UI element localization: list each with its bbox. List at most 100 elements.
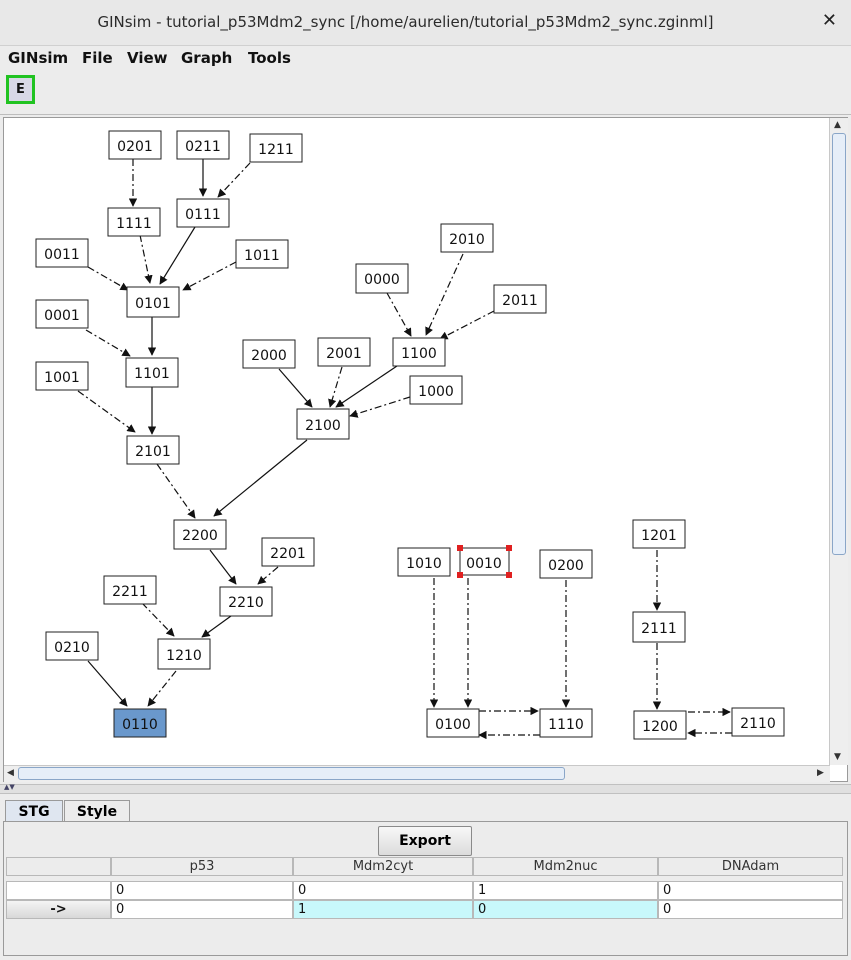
- node[interactable]: 2100: [296, 408, 350, 440]
- node[interactable]: 2201: [261, 537, 315, 567]
- collapse-up-icon[interactable]: ▲▼: [4, 783, 15, 791]
- svg-text:0201: 0201: [117, 139, 153, 155]
- svg-text:1100: 1100: [401, 346, 437, 362]
- svg-text:2210: 2210: [228, 595, 264, 611]
- node[interactable]: 1211: [249, 133, 303, 163]
- svg-text:0110: 0110: [122, 717, 158, 733]
- title-bar: GINsim - tutorial_p53Mdm2_sync [/home/au…: [0, 0, 851, 46]
- node[interactable]: 1110: [539, 708, 593, 738]
- node[interactable]: 1101: [125, 357, 179, 388]
- export-button[interactable]: Export: [378, 826, 472, 856]
- scroll-right-icon[interactable]: ▶: [817, 768, 824, 778]
- menu-graph[interactable]: Graph: [181, 49, 233, 67]
- node[interactable]: 0200: [539, 549, 593, 579]
- node[interactable]: 1001: [35, 361, 89, 391]
- column-header-dnadam: DNAdam: [658, 857, 843, 876]
- table-cell-highlighted[interactable]: 0: [473, 900, 658, 919]
- svg-text:1111: 1111: [116, 216, 152, 232]
- node[interactable]: 2001: [317, 337, 371, 367]
- node[interactable]: 2210: [219, 586, 273, 617]
- node[interactable]: 2200: [173, 519, 227, 550]
- svg-text:1201: 1201: [641, 528, 677, 544]
- menu-bar: GINsim File View Graph Tools: [0, 46, 851, 70]
- menu-tools[interactable]: Tools: [248, 49, 291, 67]
- svg-text:2111: 2111: [641, 621, 677, 637]
- vertical-scroll-thumb[interactable]: [832, 133, 846, 555]
- svg-text:2010: 2010: [449, 232, 485, 248]
- node[interactable]: 2101: [126, 435, 180, 465]
- split-pane-divider[interactable]: ▲▼: [0, 783, 851, 794]
- node[interactable]: 2011: [493, 284, 547, 314]
- svg-text:2001: 2001: [326, 346, 362, 362]
- node[interactable]: 0001: [35, 299, 89, 329]
- svg-text:1110: 1110: [548, 717, 584, 733]
- svg-text:1210: 1210: [166, 648, 202, 664]
- node[interactable]: 0110: [113, 708, 167, 738]
- node[interactable]: 1210: [157, 638, 211, 670]
- node[interactable]: 0011: [35, 238, 89, 268]
- svg-text:1200: 1200: [642, 719, 678, 735]
- node[interactable]: 0111: [176, 198, 230, 228]
- table-cell[interactable]: 0: [293, 881, 473, 900]
- state-transition-graph[interactable]: 0201 0211 1211 1111 0111 0011 1011 0101 …: [0, 0, 851, 782]
- svg-text:2000: 2000: [251, 348, 287, 364]
- table-cell[interactable]: 0: [111, 881, 293, 900]
- tab-style[interactable]: Style: [64, 800, 130, 822]
- svg-text:0010: 0010: [466, 556, 502, 572]
- table-cell[interactable]: 0: [658, 881, 843, 900]
- svg-text:0101: 0101: [135, 296, 171, 312]
- table-cell[interactable]: 0: [658, 900, 843, 919]
- node[interactable]: 1111: [107, 207, 161, 237]
- svg-text:1010: 1010: [406, 556, 442, 572]
- svg-text:1001: 1001: [44, 370, 80, 386]
- menu-ginsim[interactable]: GINsim: [8, 49, 69, 67]
- svg-text:2101: 2101: [135, 444, 171, 460]
- svg-text:0001: 0001: [44, 308, 80, 324]
- horizontal-scroll-thumb[interactable]: [18, 767, 565, 780]
- svg-text:0011: 0011: [44, 247, 80, 263]
- node[interactable]: 0210: [45, 631, 99, 661]
- svg-text:2011: 2011: [502, 293, 538, 309]
- node[interactable]: 0101: [126, 286, 180, 318]
- svg-text:1011: 1011: [244, 248, 280, 264]
- node[interactable]: 0201: [108, 130, 162, 160]
- node[interactable]: 1201: [632, 519, 686, 549]
- node[interactable]: 2010: [440, 223, 494, 253]
- svg-text:0200: 0200: [548, 558, 584, 574]
- node[interactable]: 2111: [632, 611, 686, 643]
- node[interactable]: 2211: [103, 575, 157, 605]
- node[interactable]: 2000: [242, 339, 296, 369]
- window-title: GINsim - tutorial_p53Mdm2_sync [/home/au…: [97, 13, 714, 31]
- menu-view[interactable]: View: [127, 49, 168, 67]
- node[interactable]: 1100: [392, 337, 446, 367]
- selection-handle: [457, 572, 463, 578]
- tab-stg[interactable]: STG: [5, 800, 63, 822]
- svg-text:1211: 1211: [258, 142, 294, 158]
- node[interactable]: 0000: [355, 263, 409, 294]
- table-cell-highlighted[interactable]: 1: [293, 900, 473, 919]
- successor-row-button[interactable]: ->: [6, 900, 111, 919]
- node[interactable]: 0211: [176, 130, 230, 160]
- column-header-mdm2nuc: Mdm2nuc: [473, 857, 658, 876]
- scroll-down-icon[interactable]: ▼: [834, 752, 841, 762]
- scroll-up-icon[interactable]: ▲: [834, 120, 841, 130]
- svg-text:2211: 2211: [112, 584, 148, 600]
- node[interactable]: 0100: [426, 708, 480, 738]
- table-cell[interactable]: 1: [473, 881, 658, 900]
- edit-mode-button[interactable]: E: [6, 75, 35, 104]
- table-cell[interactable]: 0: [111, 900, 293, 919]
- table-row-label: [6, 881, 111, 900]
- node[interactable]: 2110: [731, 707, 785, 737]
- selection-handle: [457, 545, 463, 551]
- node[interactable]: 1011: [235, 239, 289, 269]
- node[interactable]: 1200: [633, 710, 687, 740]
- close-icon[interactable]: ✕: [821, 10, 837, 31]
- svg-text:1101: 1101: [134, 366, 170, 382]
- toolbar: E: [0, 70, 851, 115]
- node[interactable]: 0010: [457, 545, 512, 578]
- graph-nodes: 0201 0211 1211 1111 0111 0011 1011 0101 …: [35, 130, 785, 740]
- menu-file[interactable]: File: [82, 49, 113, 67]
- scroll-left-icon[interactable]: ◀: [7, 768, 14, 778]
- node[interactable]: 1010: [397, 547, 451, 577]
- node[interactable]: 1000: [409, 375, 463, 405]
